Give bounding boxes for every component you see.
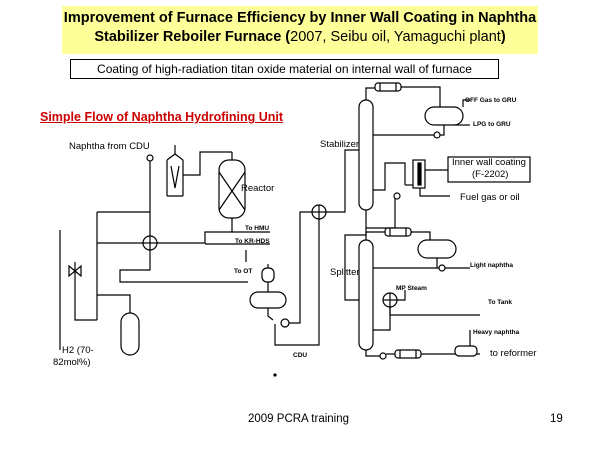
label-f2202: (F-2202)	[472, 169, 509, 180]
charge-heater	[166, 153, 184, 197]
title-line-2-normal: 2007, Seibu oil, Yamaguchi plant	[290, 29, 501, 45]
label-off-gas: OFF Gas to GRU	[465, 97, 517, 104]
splitter-reflux-drum	[417, 239, 457, 259]
splitter-condenser	[384, 227, 412, 237]
h2-control-valve	[68, 264, 82, 278]
heavy-naphtha-cooler	[394, 349, 422, 359]
label-stabilizer: Stabilizer	[320, 139, 360, 150]
footer-training: 2009 PCRA training	[248, 413, 350, 425]
splitter-column	[358, 239, 374, 351]
label-reactor: Reactor	[241, 183, 275, 194]
flow-title: Simple Flow of Naphtha Hydrofining Unit	[40, 110, 284, 124]
stabilizer-column	[358, 99, 374, 211]
heater-coil	[170, 165, 180, 189]
h2-knockout-drum	[120, 312, 140, 356]
label-fuel-gas: Fuel gas or oil	[460, 192, 520, 203]
label-to-reformer: to reformer	[490, 348, 537, 359]
reflux-drum	[424, 106, 464, 126]
reboiler-pump	[393, 192, 401, 200]
label-h2: H2 (70-	[62, 345, 94, 356]
title-line-2-bold: Stabilizer Reboiler Furnace (	[94, 29, 291, 45]
label-to-hmu: To HMU	[245, 225, 270, 232]
label-light-naphtha: Light naphtha	[470, 262, 513, 269]
label-naphtha-from-cdu: Naphtha from CDU	[69, 141, 150, 152]
label-cdu: CDU	[293, 352, 308, 359]
label-mp-steam: MP Steam	[396, 285, 427, 292]
label-to-tank: To Tank	[488, 299, 512, 306]
label-to-kr-hds: To KR-HDS	[235, 238, 270, 245]
title-line-1: Improvement of Furnace Efficiency by Inn…	[63, 10, 537, 26]
label-inner-wall-coating: Inner wall coating	[452, 157, 526, 168]
label-to-ot: To OT	[234, 268, 253, 275]
heavy-naphtha-pump	[379, 352, 387, 360]
feed-pump	[146, 154, 154, 162]
subtitle-box: Coating of high-radiation titan oxide ma…	[70, 59, 499, 79]
stabilizer-condenser	[374, 82, 402, 92]
label-lpg: LPG to GRU	[473, 121, 511, 128]
light-naphtha-pump	[438, 264, 446, 272]
label-h2-2: 82mol%)	[53, 357, 91, 368]
title-line-2-end: )	[500, 29, 506, 45]
reflux-pump	[433, 131, 441, 139]
separator-pump	[280, 318, 290, 328]
label-heavy-naphtha: Heavy naphtha	[473, 329, 520, 336]
label-splitter: Splitter	[330, 267, 360, 278]
title-banner	[62, 6, 538, 54]
title-line-2: Stabilizer Reboiler Furnace (2007, Seibu…	[62, 28, 538, 47]
ot-drum	[261, 267, 275, 283]
separator-drum	[249, 291, 287, 309]
page-title: Improvement of Furnace Efficiency by Inn…	[62, 9, 538, 47]
page-number: 19	[550, 413, 563, 425]
